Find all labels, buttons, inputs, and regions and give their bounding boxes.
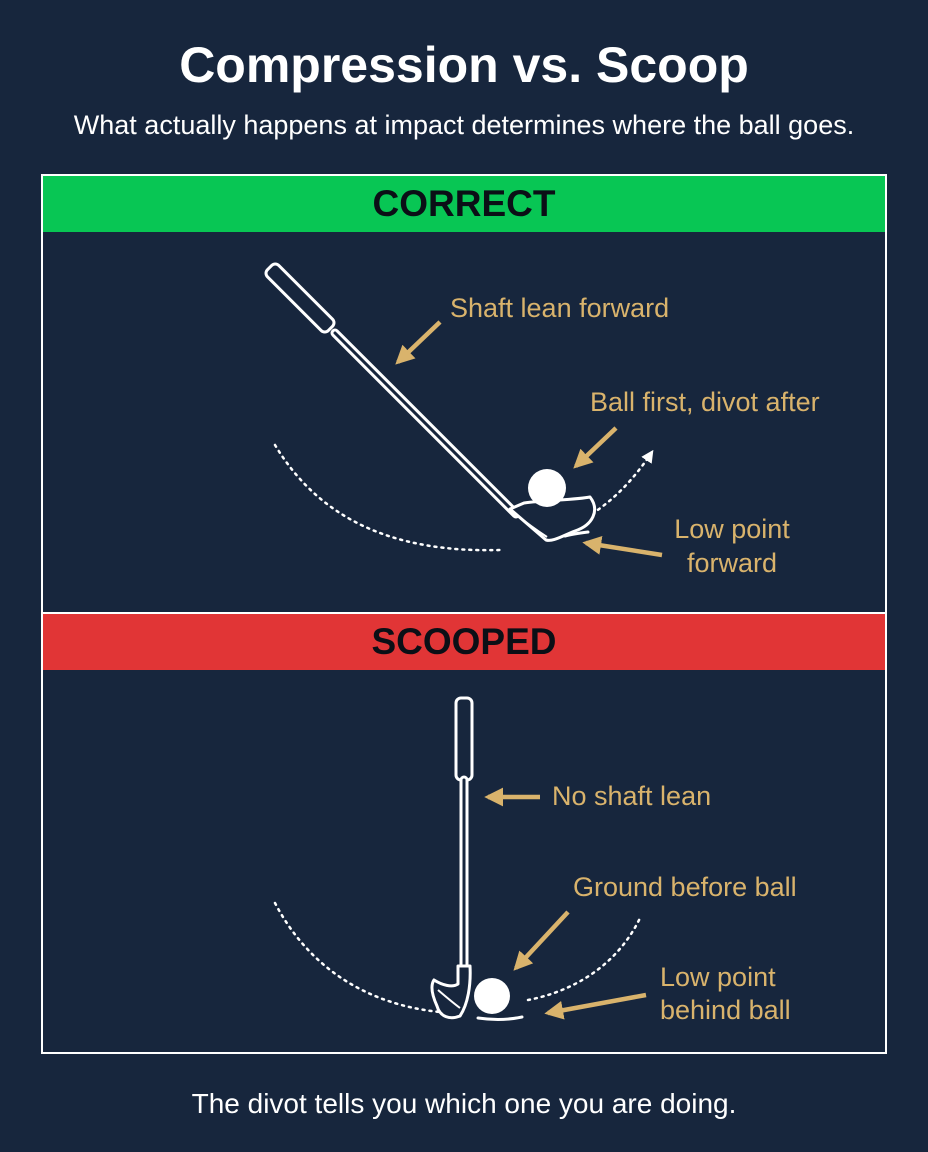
scooped-low-point-note-line2: behind ball <box>660 995 791 1025</box>
scooped-swing-arc <box>273 901 442 1014</box>
correct-low-point-note-line1: Low point <box>674 514 790 544</box>
correct-low-point-note-line2: forward <box>686 548 778 578</box>
arrow-icon <box>513 910 570 971</box>
footer-note: The divot tells you which one you are do… <box>191 1088 737 1119</box>
scooped-diagram <box>273 696 647 1021</box>
page-subtitle: What actually happens at impact determin… <box>73 110 855 140</box>
scooped-banner: SCOOPED <box>43 614 885 670</box>
scooped-low-point-note-line1: Low point <box>660 962 776 992</box>
correct-contact-note: Ball first, divot after <box>590 387 820 417</box>
golf-club-icon <box>430 696 474 1020</box>
correct-divot-mark <box>563 530 590 538</box>
arrow-icon <box>395 320 442 365</box>
correct-shaft-note: Shaft lean forward <box>450 293 670 323</box>
correct-diagram <box>264 262 663 558</box>
correct-swing-arc <box>273 443 502 552</box>
correct-banner: CORRECT <box>43 176 885 232</box>
scooped-contact-note: Ground before ball <box>573 872 797 902</box>
comparison-frame <box>41 174 887 1054</box>
panel-divider <box>41 612 887 614</box>
arrow-icon <box>573 426 618 469</box>
scooped-follow-through <box>526 916 642 1002</box>
scooped-shaft-note: No shaft lean <box>552 781 712 811</box>
golf-ball-icon <box>474 978 510 1014</box>
arrow-icon <box>582 536 663 558</box>
golf-ball-icon <box>528 469 566 507</box>
page-title: Compression vs. Scoop <box>179 37 749 93</box>
scooped-divot-mark <box>476 1015 524 1021</box>
arrow-icon <box>544 992 647 1020</box>
golf-club-icon <box>264 262 596 542</box>
